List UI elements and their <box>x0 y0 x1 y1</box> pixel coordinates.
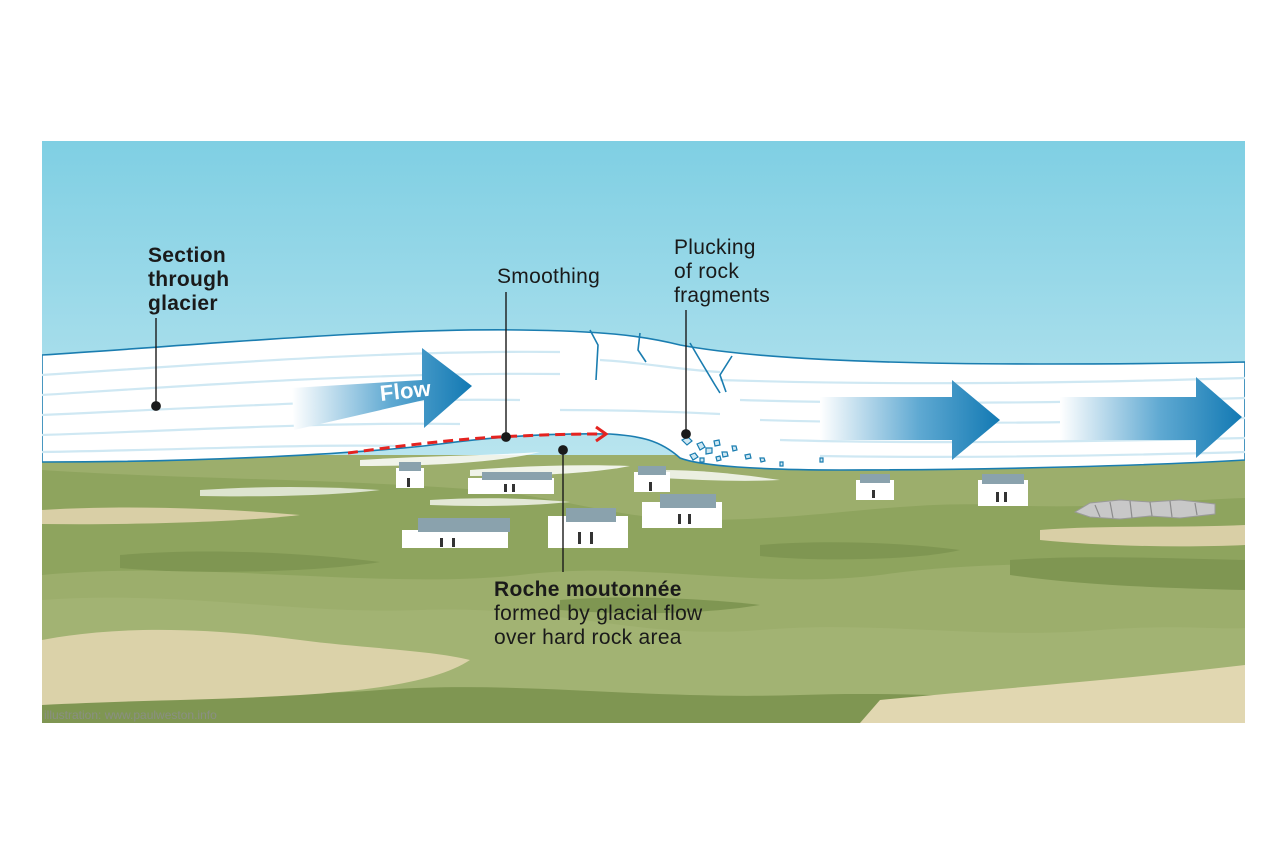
flow-arrow-main <box>292 348 472 430</box>
flow-arrows <box>292 348 1242 460</box>
plucking-dot <box>681 429 691 439</box>
house <box>402 518 510 548</box>
section-dot <box>151 401 161 411</box>
section-label-line3: glacier <box>148 292 218 315</box>
leader-lines <box>151 292 691 572</box>
house <box>642 494 722 528</box>
plucking-label-line3: fragments <box>674 284 771 307</box>
house <box>468 472 554 494</box>
smoothing-line <box>347 432 601 455</box>
section-label-line1: Section <box>148 244 226 267</box>
plucking-label: Plucking of rock fragments <box>674 236 770 308</box>
rock-fragments <box>680 436 824 467</box>
house <box>856 474 894 500</box>
house <box>978 474 1028 506</box>
illustration-credit: illustration: www.paulweston.info <box>44 708 217 722</box>
roche-label-title: Roche moutonnée <box>494 578 682 601</box>
plucking-label-line1: Plucking <box>674 236 756 259</box>
roche-dot <box>558 445 568 455</box>
flow-arrow-right <box>1060 377 1242 458</box>
smoothing-label: Smoothing <box>497 265 601 288</box>
flow-arrow-middle <box>820 380 1000 460</box>
section-label: Section through glacier <box>148 244 229 316</box>
plucking-label-line2: of rock <box>674 260 740 283</box>
ground <box>42 452 1245 723</box>
houses <box>396 462 1028 548</box>
roche-label-line3: over hard rock area <box>494 626 682 649</box>
smoothing-arrowhead <box>595 425 609 443</box>
smoothing-dot <box>501 432 511 442</box>
roche-label: Roche moutonnée formed by glacial flow o… <box>494 578 703 650</box>
house <box>548 508 628 548</box>
house <box>396 462 424 488</box>
section-label-line2: through <box>148 268 230 291</box>
roche-label-line2: formed by glacial flow <box>494 602 703 625</box>
house <box>634 466 670 492</box>
